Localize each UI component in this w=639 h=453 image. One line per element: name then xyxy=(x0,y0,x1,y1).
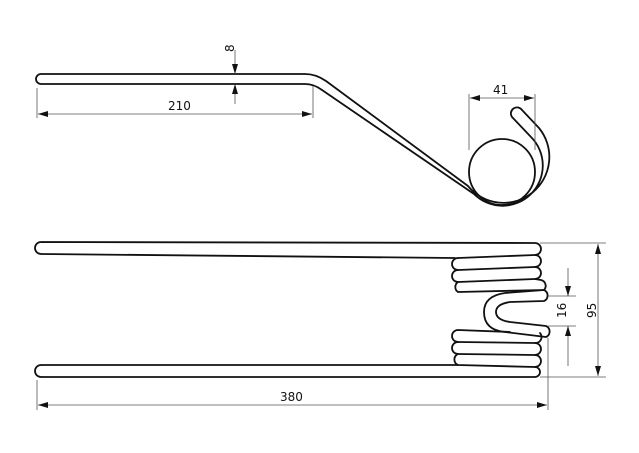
top-view: 8 210 41 xyxy=(35,44,551,207)
dim-8-label: 8 xyxy=(223,44,237,52)
dim-41-label: 41 xyxy=(493,83,508,97)
lower-tine xyxy=(34,364,541,378)
dim-95-label: 95 xyxy=(585,303,599,318)
dim-16-label: 16 xyxy=(555,303,569,318)
coil-inner-circle xyxy=(468,138,536,206)
upper-coils xyxy=(451,254,547,293)
upper-tine xyxy=(34,241,542,259)
u-loop xyxy=(483,289,551,338)
side-view: 95 16 380 xyxy=(34,241,606,410)
dim-210-label: 210 xyxy=(168,99,191,113)
tine-wire-top-view xyxy=(35,73,551,207)
dim-380-label: 380 xyxy=(280,390,303,404)
